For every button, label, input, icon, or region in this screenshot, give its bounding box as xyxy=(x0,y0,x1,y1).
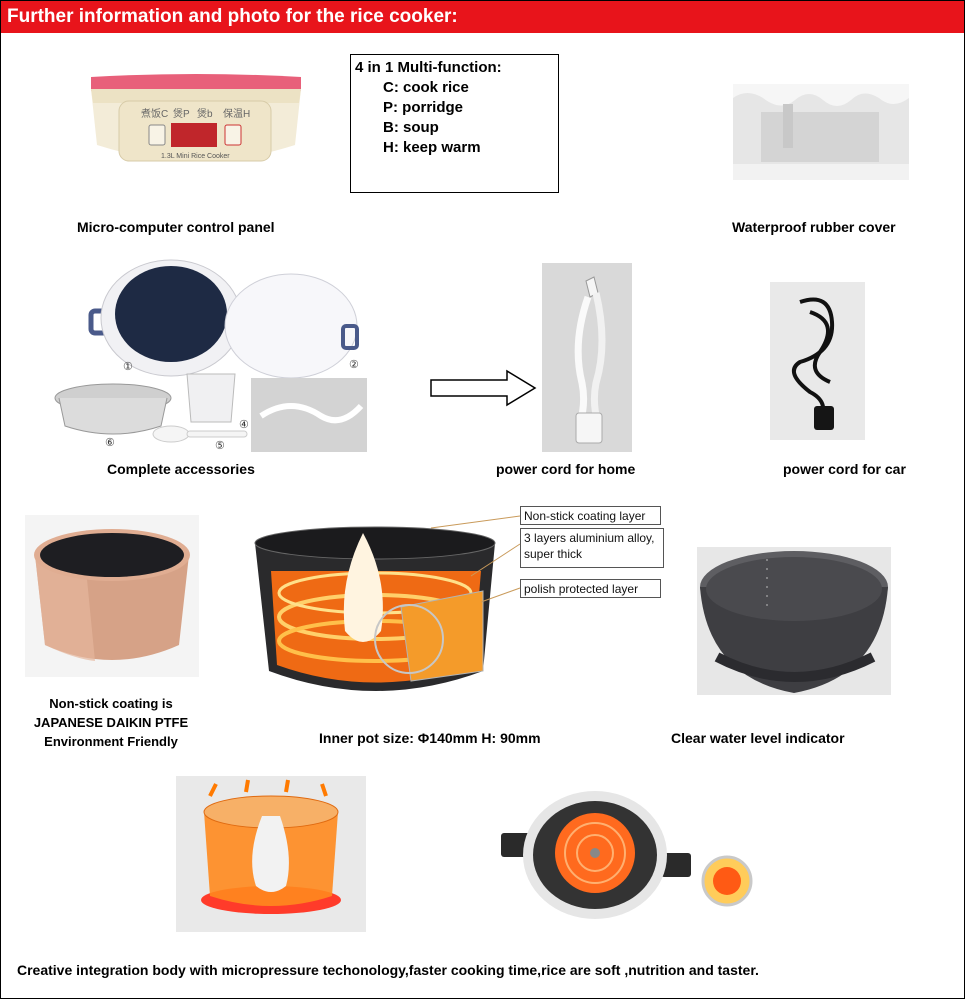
caption-rubber-cover: Waterproof rubber cover xyxy=(732,219,896,235)
water-level-photo xyxy=(697,547,891,695)
layer-leader-lines xyxy=(430,515,521,603)
caption-cord-home: power cord for home xyxy=(496,461,636,477)
rubber-cover-photo xyxy=(733,84,909,180)
function-item: P: porridge xyxy=(383,99,464,116)
accessory-number: ⑥ xyxy=(105,437,115,449)
function-item: H: keep warm xyxy=(383,139,481,156)
panel-mode-c: 煮饭C xyxy=(141,109,169,120)
copper-pot-photo xyxy=(25,515,199,677)
heating-illustration xyxy=(176,776,366,932)
home-cord-photo xyxy=(542,263,632,452)
function-item: B: soup xyxy=(383,119,439,136)
functions-box: 4 in 1 Multi-function: C: cook rice P: p… xyxy=(350,54,559,193)
layer-label-polish: polish protected layer xyxy=(520,579,661,598)
functions-title: 4 in 1 Multi-function: xyxy=(355,59,502,76)
control-panel-photo: 煮饭C 煲P 煲b 保温H 1.3L Mini Rice Cooker xyxy=(89,73,303,179)
panel-mode-h: 保温H xyxy=(223,109,251,120)
accessory-number: ② xyxy=(349,359,359,371)
panel-mode-b: 煲b xyxy=(197,109,213,120)
accessory-number: ④ xyxy=(239,419,249,431)
bottom-plate-photo xyxy=(499,791,755,925)
caption-cord-car: power cord for car xyxy=(783,461,906,477)
caption-water-level: Clear water level indicator xyxy=(671,730,845,746)
caption-control-panel: Micro-computer control panel xyxy=(77,219,275,235)
accessories-photo: ① ② ④ ⑤ ⑥ xyxy=(51,256,371,456)
layer-label-coating: Non-stick coating layer xyxy=(520,506,661,525)
caption-coating-line2: JAPANESE DAIKIN PTFE xyxy=(33,715,189,730)
panel-model-label: 1.3L Mini Rice Cooker xyxy=(161,153,230,160)
accessory-number: ⑤ xyxy=(215,440,225,452)
car-cord-photo xyxy=(770,282,865,440)
accessory-number: ① xyxy=(123,361,133,373)
function-item: C: cook rice xyxy=(383,79,469,96)
caption-pot-size: Inner pot size: Φ140mm H: 90mm xyxy=(319,730,541,746)
caption-coating-line3: Environment Friendly xyxy=(44,734,178,749)
inner-pot-diagram xyxy=(251,521,501,706)
arrow-right-icon xyxy=(430,369,537,407)
panel-mode-p: 煲P xyxy=(173,109,190,120)
layer-label-alloy: 3 layers aluminium alloy, super thick xyxy=(520,528,664,568)
caption-bottom: Creative integration body with micropres… xyxy=(17,962,759,978)
page-title: Further information and photo for the ri… xyxy=(1,1,964,33)
caption-coating: Non-stick coating is JAPANESE DAIKIN PTF… xyxy=(11,694,211,751)
caption-accessories: Complete accessories xyxy=(107,461,255,477)
caption-coating-line1: Non-stick coating is xyxy=(49,696,173,711)
